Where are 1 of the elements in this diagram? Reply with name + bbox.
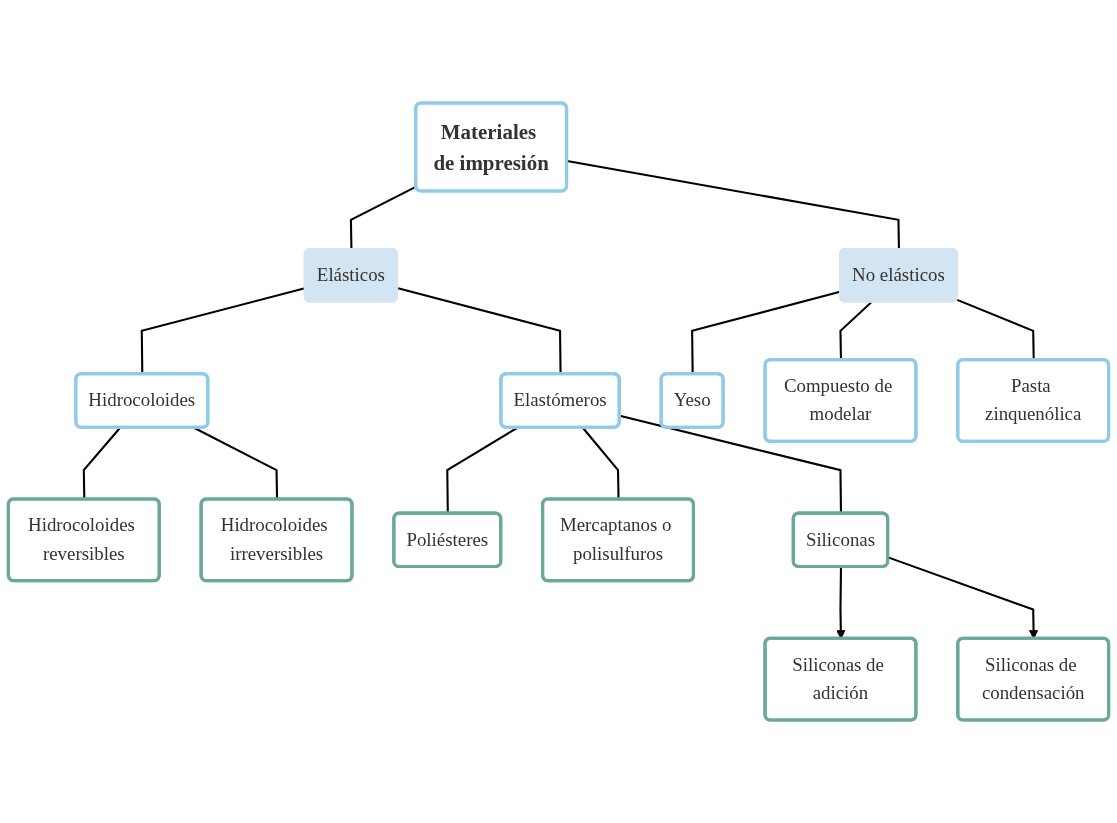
connector (349, 185, 417, 250)
